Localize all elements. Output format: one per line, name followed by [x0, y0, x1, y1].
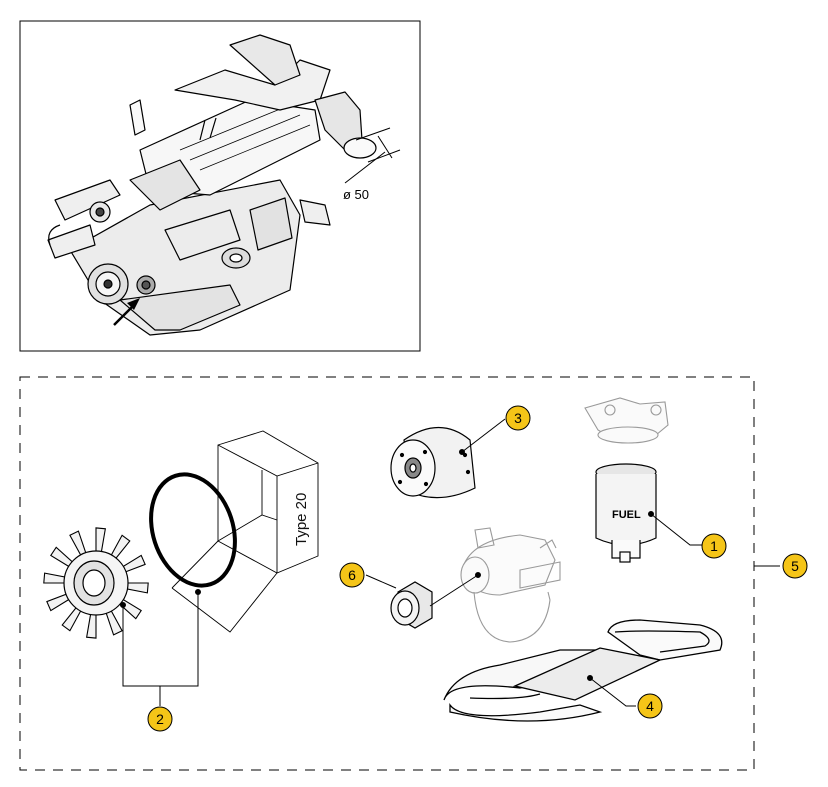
svg-text:4: 4	[646, 698, 654, 714]
kit-frame	[19, 376, 755, 771]
leader-4	[587, 675, 636, 707]
fuel-filter	[595, 463, 657, 563]
leader-1	[648, 511, 702, 546]
svg-text:1: 1	[710, 538, 718, 554]
engine-frame	[19, 20, 421, 352]
svg-text:5: 5	[791, 558, 799, 574]
impeller-vane	[95, 527, 106, 555]
o-ring	[149, 472, 237, 588]
fuel-pump-assembly	[460, 527, 561, 643]
seal-ring	[390, 581, 433, 629]
svg-text:3: 3	[514, 410, 522, 426]
strap-tool	[443, 619, 723, 722]
engine-illustration	[47, 34, 377, 336]
type-box	[171, 430, 319, 633]
svg-text:2: 2	[156, 711, 164, 727]
leader-2	[120, 589, 201, 706]
impeller-vane	[86, 611, 97, 639]
diameter-label: ø 50	[343, 187, 369, 202]
diameter-dimension	[344, 127, 401, 184]
callout-3: 3	[505, 405, 531, 431]
callout-2: 2	[147, 706, 173, 732]
callout-4: 4	[637, 693, 663, 719]
oil-filter	[390, 427, 476, 499]
callout-6: 6	[339, 562, 365, 588]
callout-1: 1	[701, 533, 727, 559]
leader-3	[459, 418, 506, 455]
impeller	[43, 527, 149, 639]
svg-text:6: 6	[348, 567, 356, 583]
pointer-arrow	[113, 298, 140, 326]
fuel-filter-head	[584, 397, 669, 444]
box-label: Type 20	[293, 493, 310, 546]
engine-overview: ø 50	[19, 20, 421, 352]
filter-label: FUEL	[612, 509, 641, 521]
leader-6	[365, 572, 481, 607]
callout-5: 5	[782, 553, 808, 579]
